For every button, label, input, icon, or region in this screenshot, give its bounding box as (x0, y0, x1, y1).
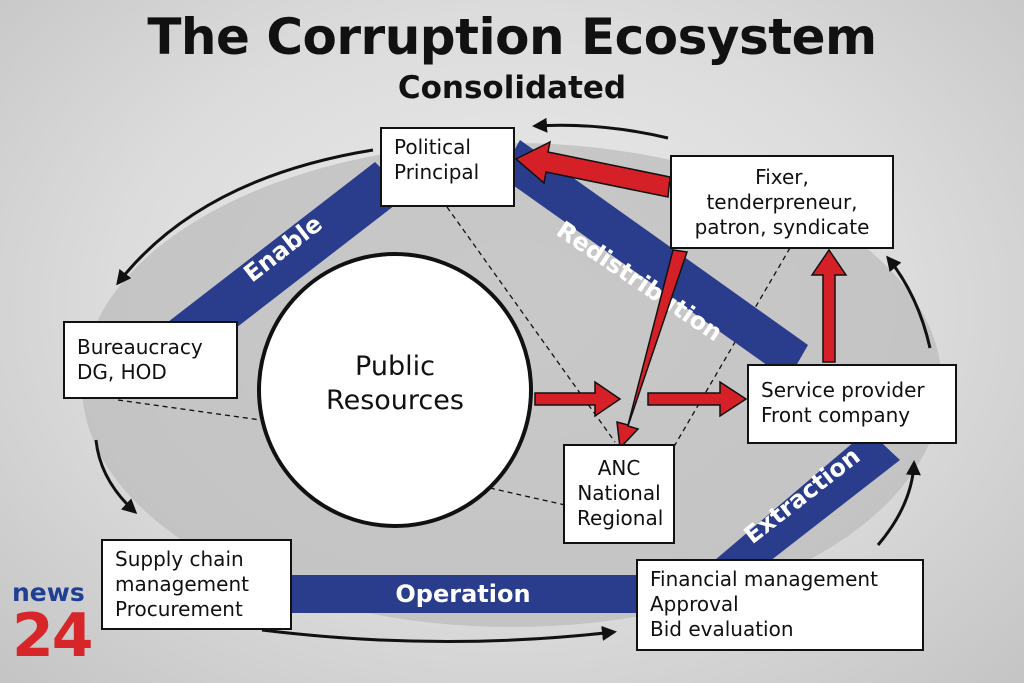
enable-band (155, 162, 408, 365)
redistribution-band (500, 140, 808, 380)
arrow-anc-to-service (647, 380, 748, 418)
arrow-resources-to-anc (534, 380, 622, 418)
cycle-arrow-lower-right (876, 460, 921, 546)
anc-line-2: National (577, 481, 661, 505)
cycle-arrow-bottom (261, 625, 617, 644)
bureaucracy-line-1: Bureaucracy (77, 335, 203, 359)
public-resources-label: Public Resources (260, 350, 530, 418)
service-line-1: Service provider (761, 378, 925, 402)
cycle-arrow-left (94, 439, 138, 515)
page-title: The Corruption Ecosystem (147, 8, 877, 66)
news24-logo: news 24 (12, 578, 93, 671)
public-resources-line-1: Public (355, 351, 435, 382)
anc-line-1: ANC (597, 456, 641, 480)
operation-label: Operation (395, 580, 530, 608)
service-provider-node: Service provider Front company (747, 364, 957, 444)
cycle-arrow-right (886, 255, 932, 349)
red-arrows (514, 140, 848, 450)
logo-number-text: 24 (12, 601, 93, 671)
cycle-arrow-upper-left (116, 148, 374, 286)
bureaucracy-line-2: DG, HOD (77, 360, 167, 384)
operation-band (290, 575, 638, 613)
service-line-2: Front company (761, 403, 911, 427)
fixer-line-2: tenderpreneur, (706, 190, 858, 214)
financial-line-1: Financial management (650, 567, 878, 591)
supply-chain-node: Supply chain management Procurement (101, 539, 292, 630)
cycle-arrow-top (532, 117, 669, 140)
anc-node: ANC National Regional (563, 444, 675, 544)
political-principal-node: Political Principal (380, 127, 515, 207)
extraction-band (715, 430, 900, 575)
dashed-connectors (117, 206, 791, 506)
fixer-line-3: patron, syndicate (694, 215, 870, 239)
financial-line-2: Approval (650, 592, 739, 616)
arrow-fixer-to-political (514, 140, 671, 198)
political-line-2: Principal (394, 160, 480, 184)
fixer-line-1: Fixer, (755, 165, 809, 189)
bureaucracy-node: Bureaucracy DG, HOD (63, 321, 238, 399)
logo-news-text: news (12, 578, 85, 607)
arrow-fixer-to-anc (616, 249, 689, 450)
political-line-1: Political (394, 135, 471, 159)
public-resources-circle (257, 252, 533, 528)
supply-line-1: Supply chain (115, 547, 244, 571)
financial-line-3: Bid evaluation (650, 617, 794, 641)
fixer-node: Fixer, tenderpreneur, patron, syndicate (670, 155, 894, 249)
page-subtitle: Consolidated (397, 70, 627, 106)
anc-line-3: Regional (577, 506, 664, 530)
supply-line-3: Procurement (115, 597, 243, 621)
arrow-service-to-fixer (810, 248, 848, 363)
supply-line-2: management (115, 572, 249, 596)
public-resources-line-2: Resources (326, 385, 464, 416)
financial-management-node: Financial management Approval Bid evalua… (636, 559, 924, 651)
